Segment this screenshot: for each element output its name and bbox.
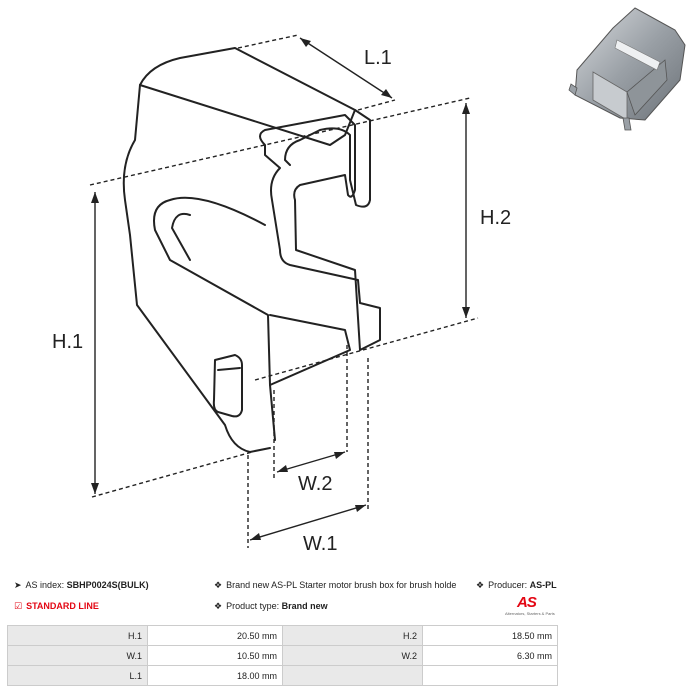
producer-label: Producer: [488,580,528,590]
info-circle-icon: ❖ [214,601,223,611]
spec-table: H.1 20.50 mm H.2 18.50 mm W.1 10.50 mm W… [7,625,558,686]
part-bottom-face [269,314,351,386]
spec-value: 6.30 mm [422,645,558,666]
spec-key: H.2 [282,625,423,646]
ext-line-l1-top [237,34,299,49]
dim-arrow-w2 [276,451,346,473]
spec-key: H.1 [7,625,148,646]
brand-logo: AS Alternators, Starters & Parts [505,594,561,620]
part-inner-slot [153,196,276,441]
info-circle-icon: ❖ [214,580,223,590]
as-index-label: AS index: [25,580,65,590]
info-circle-icon: ❖ [476,580,485,590]
as-index-value: SBHP0024S(BULK) [66,580,149,590]
spec-key: W.1 [7,645,148,666]
label-h1: H.1 [52,331,83,353]
ext-line-l1-bottom [357,99,396,111]
brand-logo-tagline: Alternators, Starters & Parts [505,611,555,616]
table-row: L.1 18.00 mm [7,665,558,686]
technical-drawing: L.1 H.1 H.2 W.1 W.2 [52,34,511,555]
dim-arrow-w1 [249,504,367,541]
spec-key [282,665,423,686]
spec-value: 10.50 mm [147,645,283,666]
as-index-line: ➤AS index: SBHP0024S(BULK) [14,579,149,591]
part-left-outline [122,84,271,453]
spec-value: 18.50 mm [422,625,558,646]
description-text: Brand new AS-PL Starter motor brush box … [226,580,457,590]
product-type-value: Brand new [281,601,328,611]
table-row: W.1 10.50 mm W.2 6.30 mm [7,645,558,666]
spec-value: 18.00 mm [147,665,283,686]
part-inner-wall [171,212,191,261]
line-label: STANDARD LINE [26,601,99,611]
spec-key: W.2 [282,645,423,666]
label-w2: W.2 [298,473,332,495]
product-type-line: ❖Product type: Brand new [214,600,328,612]
ext-line-h1-bottom [91,451,253,498]
product-photo [568,7,686,131]
part-top-face [139,84,356,146]
ext-line-h-top [89,97,471,186]
tags-icon: ➤ [14,580,22,590]
brand-logo-mark: AS [517,594,537,611]
spec-value [422,665,558,686]
description-line: ❖Brand new AS-PL Starter motor brush box… [214,579,456,591]
label-h2: H.2 [480,207,511,229]
part-front-outline [259,114,381,351]
producer-value: AS-PL [529,580,557,590]
ext-line-h2-bottom [254,317,479,381]
part-top-outline [139,47,371,208]
producer-line: ❖Producer: AS-PL [476,579,557,591]
check-square-icon: ☑ [14,601,23,611]
label-w1: W.1 [303,533,337,555]
dim-arrow-l1 [299,37,393,99]
standard-line-badge: ☑STANDARD LINE [14,600,99,612]
table-row: H.1 20.50 mm H.2 18.50 mm [7,625,558,646]
spec-key: L.1 [7,665,148,686]
part-side-tab [212,354,243,418]
product-type-label: Product type: [226,601,280,611]
label-l1: L.1 [364,47,392,69]
spec-value: 20.50 mm [147,625,283,646]
